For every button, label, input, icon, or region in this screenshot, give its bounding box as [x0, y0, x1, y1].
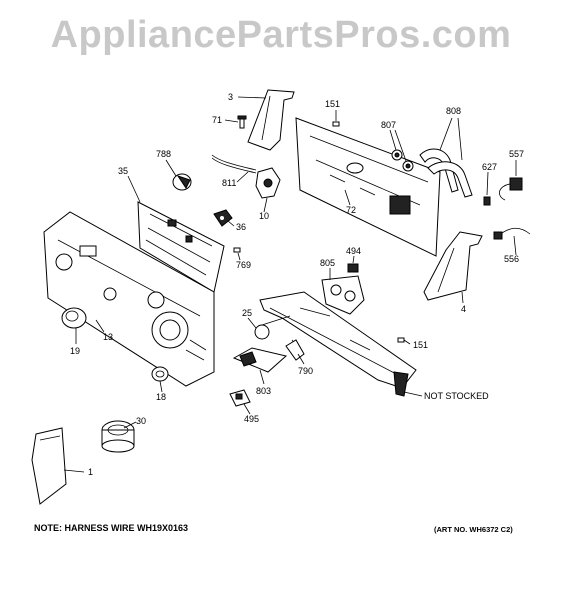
part-71-screw[interactable] [237, 115, 247, 129]
part-36-bracket[interactable] [213, 209, 233, 227]
label-151-top: 151 [325, 99, 340, 109]
part-769-screw[interactable] [233, 247, 241, 253]
label-805: 805 [320, 258, 335, 268]
label-494: 494 [346, 246, 361, 256]
label-72: 72 [346, 205, 356, 215]
part-19-knob[interactable] [61, 307, 87, 329]
harness-wire-note: NOTE: HARNESS WIRE WH19X0163 [34, 523, 189, 533]
part-495-part[interactable] [229, 389, 251, 407]
label-25: 25 [242, 308, 252, 318]
watermark-logo: AppliancePartsPros.com [50, 14, 512, 56]
part-30-capacitor[interactable] [101, 420, 135, 453]
label-35: 35 [118, 166, 128, 176]
part-72-backsplash-panel[interactable] [295, 117, 441, 257]
art-number: (ART NO. WH6372 C2) [434, 525, 513, 534]
label-30: 30 [136, 416, 146, 426]
part-808-inlet-hoses[interactable] [419, 148, 473, 198]
label-36: 36 [236, 222, 246, 232]
part-627-clip[interactable] [483, 196, 491, 206]
part-151-clip-top[interactable] [332, 121, 340, 127]
part-18-ring[interactable] [151, 366, 169, 382]
part-788-knob[interactable] [172, 173, 192, 191]
label-803: 803 [256, 386, 271, 396]
part-811-wire[interactable] [211, 154, 257, 174]
label-19: 19 [70, 346, 80, 356]
part-1-manual[interactable] [31, 427, 67, 505]
part-4-endcap-right[interactable] [423, 231, 483, 301]
part-557-power-cord[interactable] [499, 177, 523, 201]
label-556: 556 [504, 254, 519, 264]
label-790: 790 [298, 366, 313, 376]
label-10: 10 [259, 211, 269, 221]
label-557: 557 [509, 149, 524, 159]
label-71: 71 [212, 115, 222, 125]
label-769: 769 [236, 260, 251, 270]
label-4: 4 [461, 304, 466, 314]
label-627: 627 [482, 162, 497, 172]
part-151-clip-bottom[interactable] [397, 337, 405, 343]
label-151-bottom: 151 [413, 340, 428, 350]
part-803-dispenser[interactable] [232, 347, 288, 373]
part-790-hose[interactable] [285, 339, 305, 361]
part-25-part[interactable] [254, 315, 291, 340]
label-3: 3 [228, 92, 233, 102]
part-805-water-valve[interactable] [321, 275, 365, 315]
label-811: 811 [222, 178, 236, 188]
part-10-switch[interactable] [255, 167, 281, 199]
part-556-cord-strain-relief[interactable] [493, 227, 531, 240]
label-788: 788 [156, 149, 171, 159]
part-3-endcap-left[interactable] [247, 89, 295, 151]
label-495: 495 [244, 414, 259, 424]
part-13-control-panel[interactable] [43, 211, 215, 387]
label-18: 18 [156, 392, 166, 402]
part-494-part[interactable] [347, 263, 359, 273]
label-not-stocked: NOT STOCKED [424, 391, 489, 401]
label-1: 1 [88, 467, 93, 477]
label-13: 13 [103, 332, 113, 342]
part-807-hose-washers[interactable] [391, 149, 414, 172]
label-807: 807 [381, 120, 396, 130]
label-808: 808 [446, 106, 461, 116]
part-rail-not-stocked[interactable] [259, 291, 417, 397]
